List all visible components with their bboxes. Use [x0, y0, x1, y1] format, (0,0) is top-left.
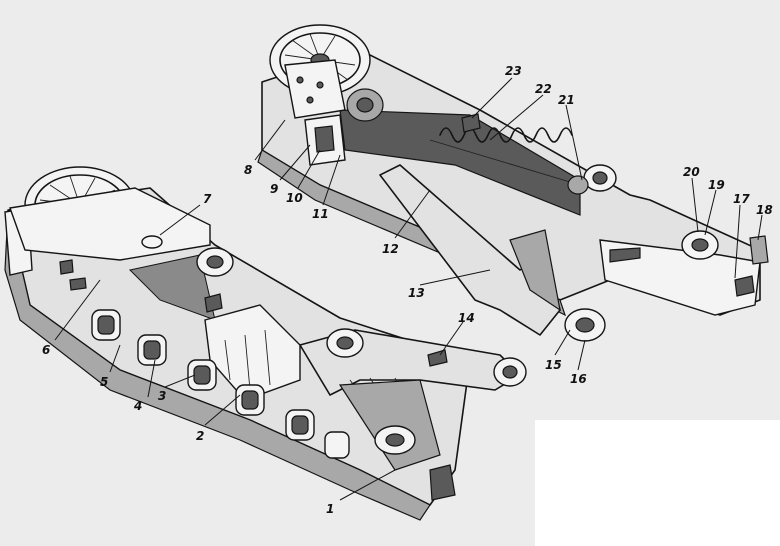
- label-4: 4: [133, 399, 142, 413]
- label-19: 19: [708, 178, 725, 192]
- recoil-spring: [429, 127, 581, 186]
- lower-track-frame: [4, 166, 527, 521]
- label-20: 20: [683, 165, 700, 179]
- label-7: 7: [203, 192, 212, 206]
- label-1: 1: [326, 502, 334, 516]
- label-14: 14: [458, 311, 475, 325]
- label-22: 22: [535, 82, 552, 96]
- label-5: 5: [100, 375, 108, 389]
- label-15: 15: [545, 358, 562, 372]
- label-23: 23: [505, 64, 522, 78]
- label-11: 11: [312, 207, 329, 221]
- track-links: [91, 309, 350, 459]
- leader-lines: [54, 77, 763, 501]
- label-9: 9: [270, 182, 278, 196]
- blank-corner-area: [535, 420, 780, 546]
- label-2: 2: [196, 429, 204, 443]
- part-labels: 1 2 3 4 5 6 7 8 9 10 11 12 13 14 15 16 1…: [42, 64, 773, 516]
- label-3: 3: [158, 389, 166, 403]
- label-17: 17: [733, 192, 750, 206]
- label-12: 12: [382, 242, 399, 256]
- label-18: 18: [756, 203, 773, 217]
- label-21: 21: [558, 93, 575, 107]
- label-6: 6: [42, 343, 50, 357]
- label-16: 16: [570, 372, 587, 386]
- label-8: 8: [244, 163, 252, 177]
- label-13: 13: [408, 286, 425, 300]
- upper-track-frame: [257, 24, 769, 342]
- label-10: 10: [286, 191, 303, 205]
